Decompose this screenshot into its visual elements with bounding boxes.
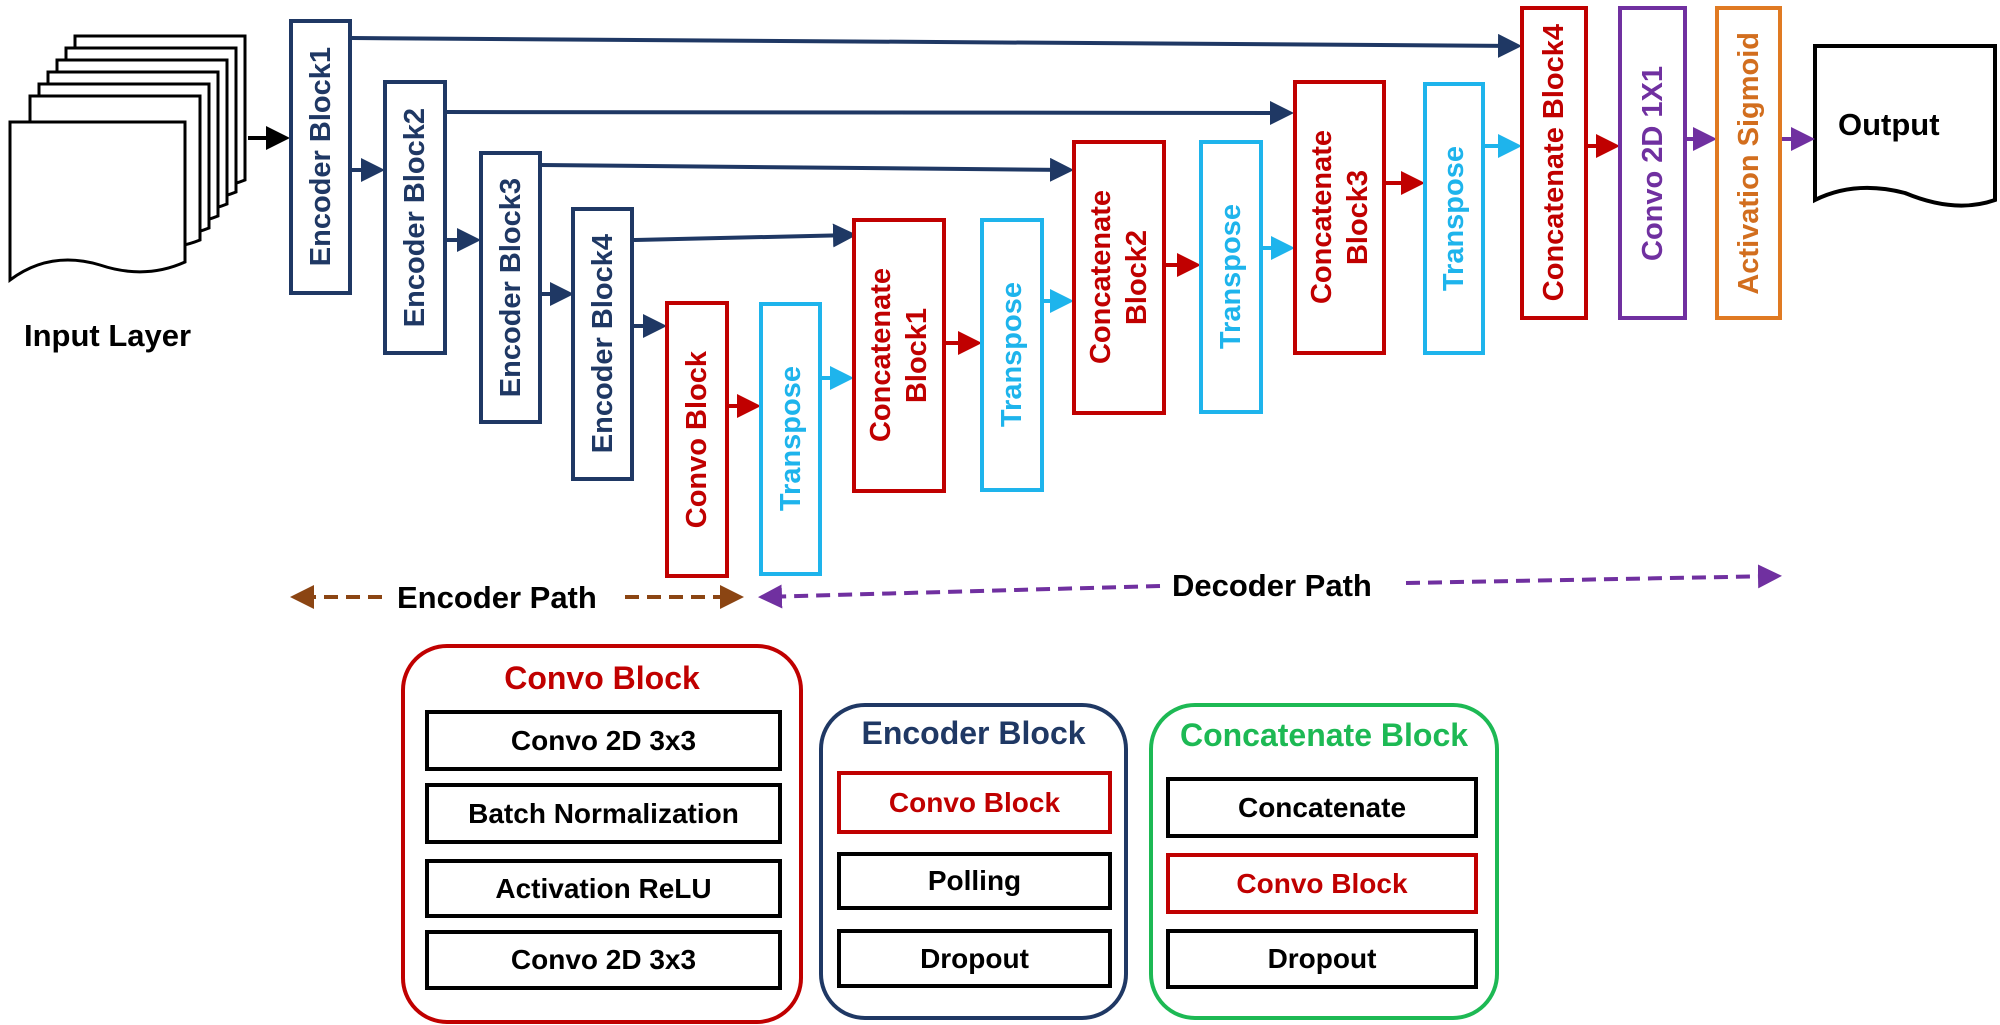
- convo-2d-1x1-block[interactable]: Convo 2D 1X1: [1618, 6, 1687, 320]
- encoder-block-3-label: Encoder Block3: [494, 177, 527, 398]
- legend-encoder-block-title: Encoder Block: [861, 715, 1086, 751]
- concatenate-block-1[interactable]: Concatenate Block1: [852, 218, 946, 493]
- encoder-block-2[interactable]: Encoder Block2: [383, 80, 447, 355]
- skip-connection-1: [351, 33, 1522, 58]
- transpose-block-1-label: Transpose: [774, 366, 807, 512]
- concatenate-block-3-label: Concatenate Block3: [1305, 130, 1374, 305]
- bottleneck-convo-block[interactable]: Convo Block: [665, 301, 729, 578]
- legend-encoder-row: Convo Block: [837, 771, 1112, 834]
- legend-concatenate-block: Concatenate Block Concatenate Convo Bloc…: [1149, 703, 1499, 1020]
- legend-convo-block-title: Convo Block: [504, 660, 700, 696]
- transpose-block-2[interactable]: Transpose: [980, 218, 1044, 492]
- transpose-block-3-label: Transpose: [1215, 204, 1247, 350]
- concatenate-block-3[interactable]: Concatenate Block3: [1293, 80, 1386, 355]
- input-document-stack-icon: [8, 34, 247, 283]
- transpose-block-4-label: Transpose: [1438, 145, 1470, 292]
- legend-concatenate-row: Concatenate: [1166, 777, 1478, 838]
- flow-arrows: [248, 126, 1815, 418]
- skip-connection-3: [541, 157, 1074, 182]
- skip-connection-4: [633, 223, 857, 248]
- concatenate-block-1-label: Concatenate Block1: [865, 268, 933, 443]
- legend-concatenate-row: Dropout: [1166, 929, 1478, 989]
- output-label: Output: [1838, 107, 1940, 142]
- transpose-block-1[interactable]: Transpose: [759, 302, 822, 576]
- encoder-block-4[interactable]: Encoder Block4: [571, 207, 634, 481]
- encoder-block-3[interactable]: Encoder Block3: [479, 151, 542, 424]
- concatenate-block-2-label: Concatenate Block2: [1085, 190, 1153, 365]
- encoder-block-2-label: Encoder Block2: [399, 107, 431, 328]
- legend-convo-row: Batch Normalization: [425, 783, 782, 844]
- output-document-icon: [1813, 44, 1997, 208]
- encoder-block-1-label: Encoder Block1: [304, 47, 337, 267]
- decoder-path-arrow-left: [758, 584, 1161, 609]
- concatenate-block-4-label: Concatenate Block4: [1538, 24, 1570, 302]
- decoder-path-arrows: [758, 564, 1782, 609]
- encoder-block-1[interactable]: Encoder Block1: [289, 19, 352, 295]
- decoder-path-label: Decoder Path: [1172, 568, 1372, 603]
- activation-sigmoid-block[interactable]: Activation Sigmoid: [1715, 6, 1782, 320]
- concatenate-block-4[interactable]: Concatenate Block4: [1520, 6, 1588, 320]
- activation-sigmoid-label: Activation Sigmoid: [1732, 31, 1765, 295]
- skip-connections: [351, 33, 1522, 248]
- legend-convo-row: Convo 2D 3x3: [425, 710, 782, 771]
- transpose-block-3[interactable]: Transpose: [1199, 140, 1263, 414]
- concatenate-block-2[interactable]: Concatenate Block2: [1072, 140, 1166, 415]
- legend-convo-row: Convo 2D 3x3: [425, 930, 782, 990]
- input-layer-label: Input Layer: [24, 318, 192, 353]
- decoder-path-arrow-right: [1405, 564, 1782, 589]
- transpose-block-4[interactable]: Transpose: [1423, 82, 1485, 355]
- legend-concatenate-block-title: Concatenate Block: [1179, 717, 1469, 753]
- legend-encoder-row: Dropout: [837, 929, 1112, 988]
- legend-encoder-row: Polling: [837, 852, 1112, 910]
- encoder-block-4-label: Encoder Block4: [586, 234, 619, 454]
- skip-connection-2: [446, 100, 1294, 125]
- legend-convo-block: Convo Block Convo 2D 3x3 Batch Normaliza…: [401, 644, 803, 1024]
- encoder-path-label: Encoder Path: [397, 580, 597, 615]
- convo-2d-1x1-label: Convo 2D 1X1: [1636, 65, 1669, 261]
- legend-encoder-block: Encoder Block Convo Block Polling Dropou…: [819, 703, 1128, 1020]
- legend-concatenate-row: Convo Block: [1166, 853, 1478, 914]
- bottleneck-convo-block-label: Convo Block: [681, 350, 713, 529]
- legend-convo-row: Activation ReLU: [425, 859, 782, 918]
- transpose-block-2-label: Transpose: [996, 282, 1028, 428]
